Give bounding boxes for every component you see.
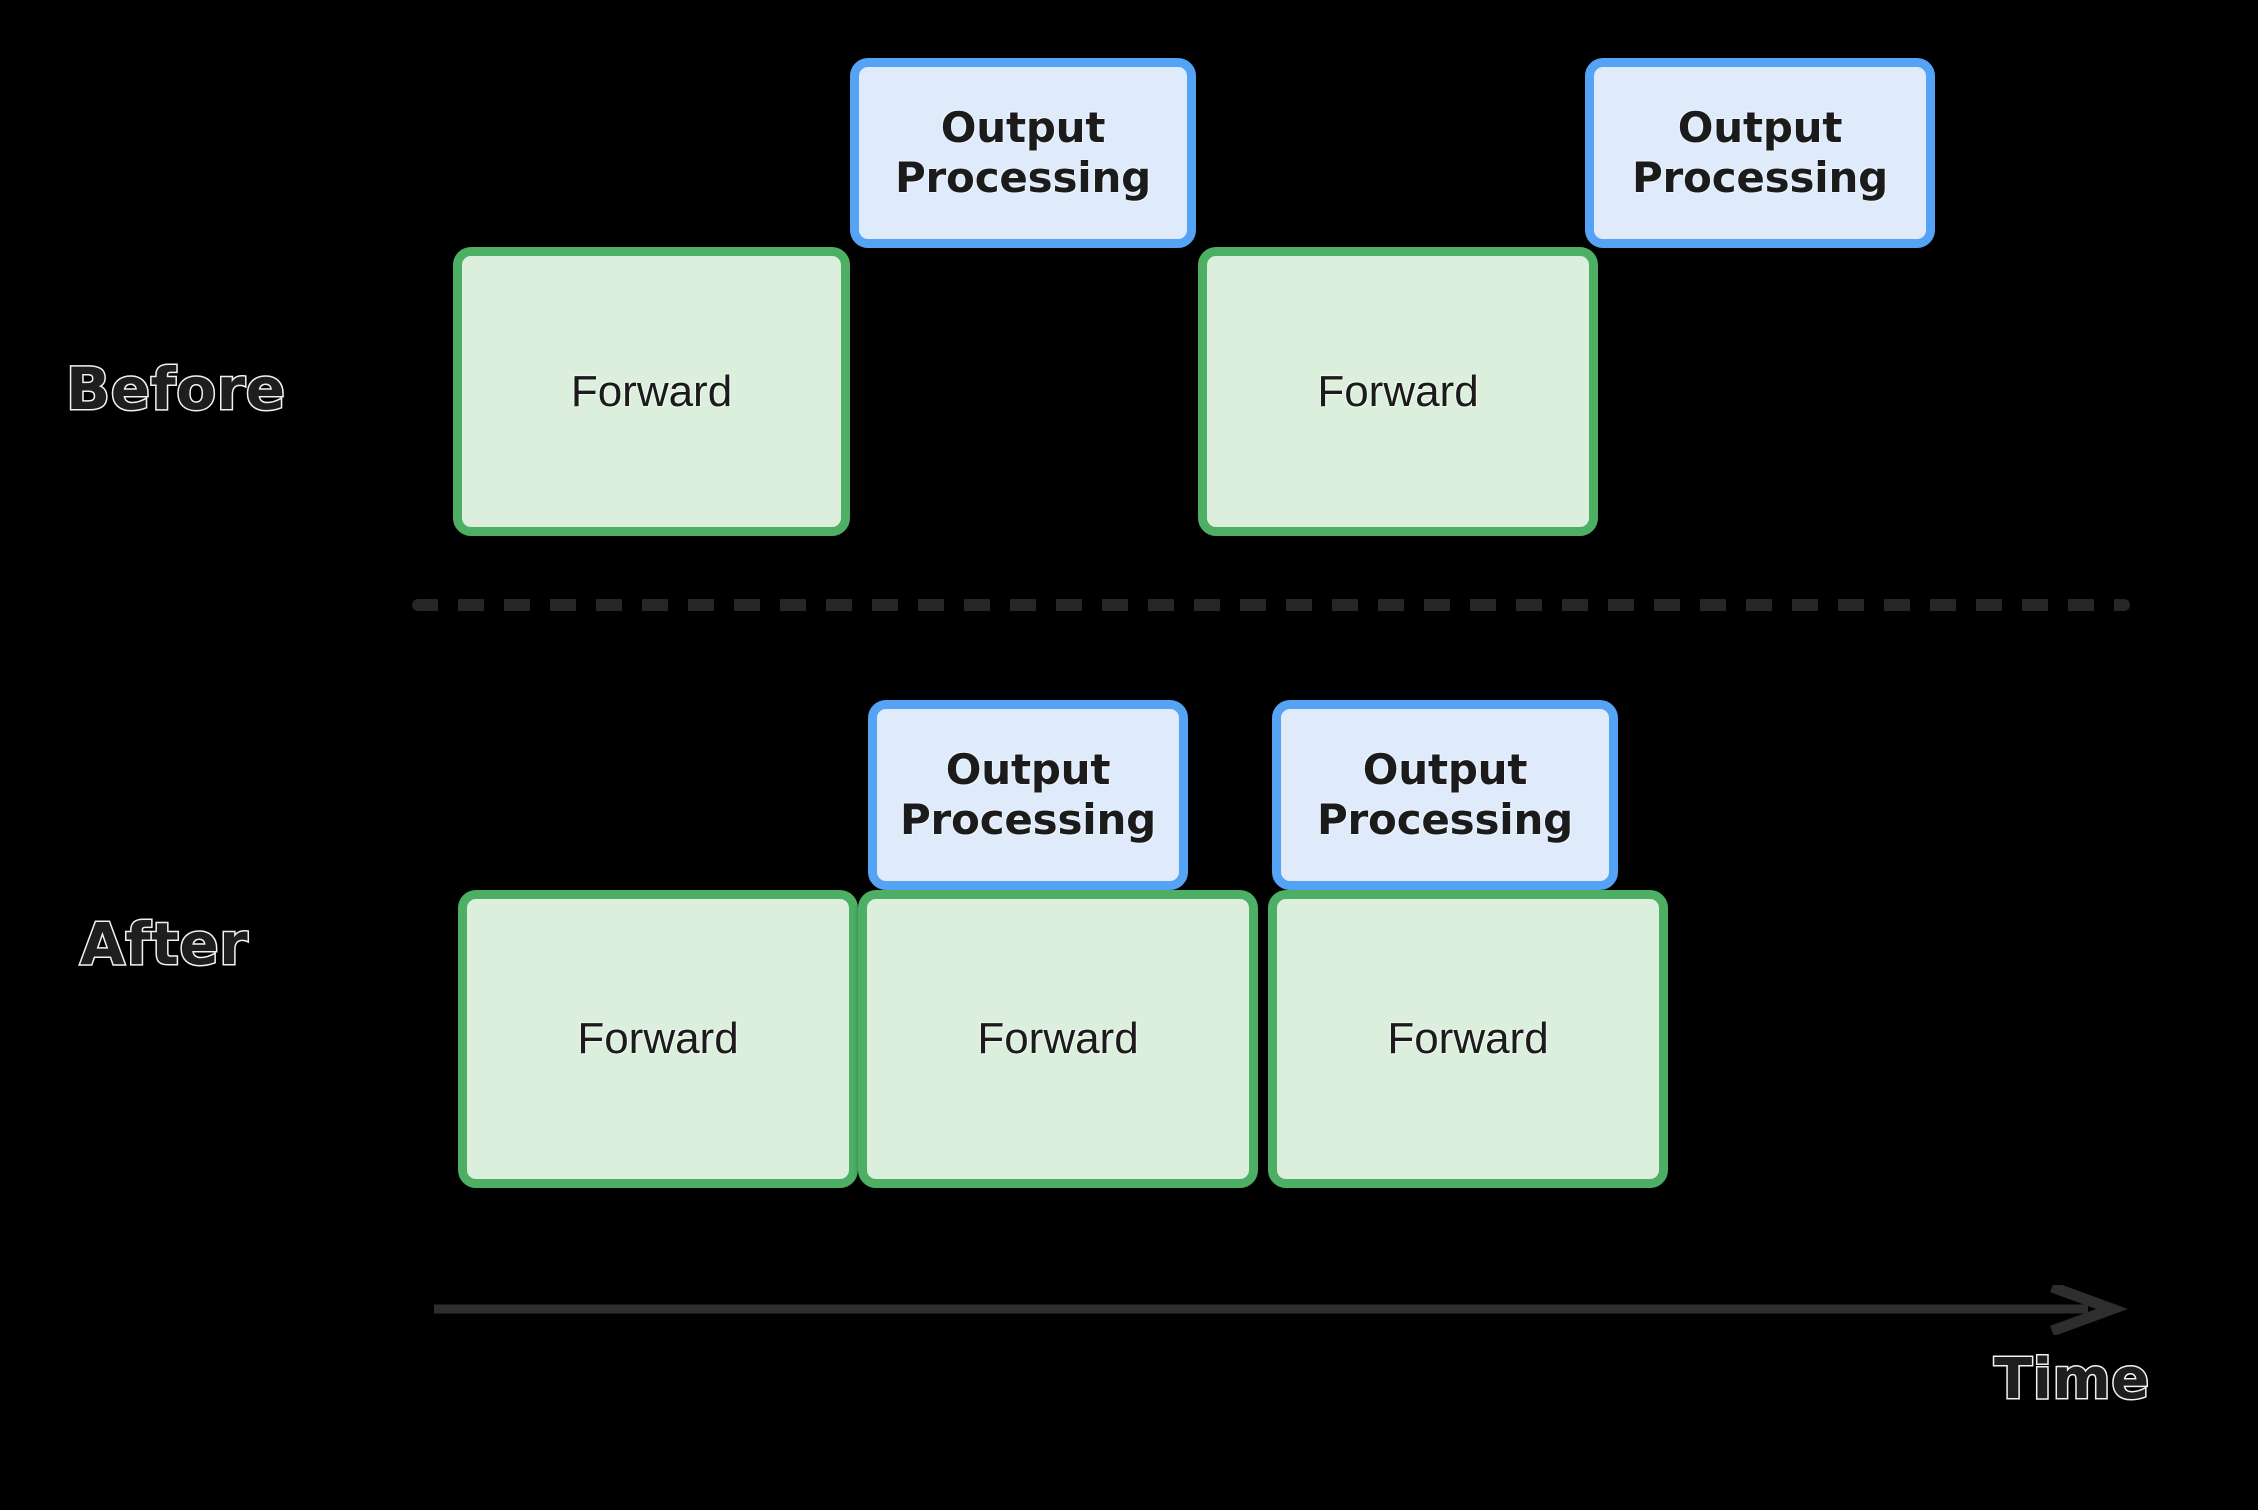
block-label-line1: Output bbox=[1362, 745, 1528, 795]
block-label: Forward bbox=[570, 366, 733, 416]
before-output-processing-block-1: Output Processing bbox=[850, 58, 1196, 248]
time-axis-label: Time bbox=[1993, 1347, 2151, 1412]
before-output-processing-block-2: Output Processing bbox=[1585, 58, 1935, 248]
row-label-before: Before bbox=[65, 355, 287, 423]
block-label-line1: Output bbox=[1677, 103, 1843, 153]
block-label: Output Processing bbox=[900, 745, 1156, 844]
block-label-line2: Processing bbox=[899, 795, 1157, 844]
row-label-after: After bbox=[78, 910, 249, 978]
block-label-line1: Output bbox=[945, 745, 1111, 795]
section-divider-dashed bbox=[412, 599, 2130, 611]
block-label: Output Processing bbox=[1317, 745, 1573, 844]
after-output-processing-block-2: Output Processing bbox=[1272, 700, 1618, 890]
block-label-line2: Processing bbox=[894, 153, 1152, 202]
time-axis-arrow bbox=[434, 1285, 2128, 1335]
time-axis-arrowhead bbox=[2050, 1285, 2128, 1335]
block-label: Output Processing bbox=[895, 103, 1151, 202]
before-forward-block-1: Forward bbox=[453, 247, 850, 536]
after-forward-block-2: Forward bbox=[858, 890, 1258, 1188]
after-output-processing-block-1: Output Processing bbox=[868, 700, 1188, 890]
block-label-line2: Processing bbox=[1316, 795, 1574, 844]
block-label-line2: Processing bbox=[1631, 153, 1889, 202]
block-label-line1: Output bbox=[940, 103, 1106, 153]
block-label: Forward bbox=[1387, 1014, 1549, 1064]
after-forward-block-3: Forward bbox=[1268, 890, 1668, 1188]
before-forward-block-2: Forward bbox=[1198, 247, 1598, 536]
block-label: Forward bbox=[577, 1014, 739, 1064]
block-label: Forward bbox=[977, 1014, 1139, 1064]
after-forward-block-1: Forward bbox=[458, 890, 858, 1188]
block-label: Forward bbox=[1317, 366, 1479, 416]
block-label: Output Processing bbox=[1632, 103, 1888, 202]
